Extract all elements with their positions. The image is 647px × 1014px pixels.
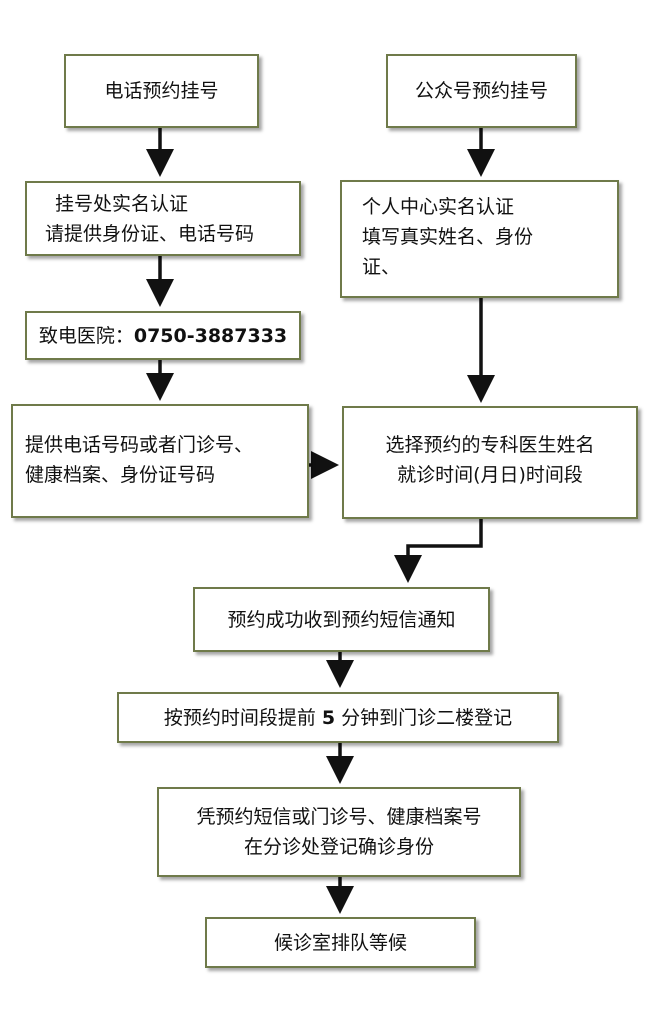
wechat-booking-label: 公众号预约挂号 (414, 80, 548, 102)
personal-center-line-3: 证、 (362, 256, 401, 278)
phone-booking-box: 电话预约挂号 (64, 54, 259, 128)
arrive-early-after: 分钟到门诊二楼登记 (335, 706, 513, 729)
arrive-early-box: 按预约时间段提前 5 分钟到门诊二楼登记 (117, 692, 559, 743)
personal-center-line-1: 个人中心实名认证 (362, 196, 515, 218)
confirm-identity-line-1: 凭预约短信或门诊号、健康档案号 (196, 806, 482, 828)
provide-info-line-2: 健康档案、身份证号码 (25, 464, 216, 486)
provide-info-line-1: 提供电话号码或者门诊号、 (25, 434, 254, 456)
select-doctor-box: 选择预约的专科医生姓名 就诊时间(月日)时间段 (342, 406, 638, 519)
phone-booking-label: 电话预约挂号 (104, 80, 219, 102)
arrow-select-to-success (394, 519, 483, 583)
select-doctor-line-2: 就诊时间(月日)时间段 (397, 464, 583, 486)
register-verify-line-2: 请提供身份证、电话号码 (45, 223, 255, 245)
provide-info-box: 提供电话号码或者门诊号、 健康档案、身份证号码 (11, 404, 309, 518)
confirm-identity-box: 凭预约短信或门诊号、健康档案号 在分诊处登记确诊身份 (157, 787, 521, 877)
arrive-early-before: 按预约时间段提前 (163, 706, 322, 729)
booking-success-label: 预约成功收到预约短信通知 (227, 608, 456, 631)
wait-label: 候诊室排队等候 (273, 931, 407, 954)
register-verify-line-1: 挂号处实名认证 (55, 193, 189, 215)
wait-box: 候诊室排队等候 (205, 917, 476, 968)
call-hospital-box: 致电医院：0750-3887333 (25, 311, 301, 360)
wechat-booking-box: 公众号预约挂号 (386, 54, 577, 128)
call-hospital-prefix: 致电医院： (38, 324, 134, 347)
personal-center-box: 个人中心实名认证 填写真实姓名、身份 证、 (340, 180, 619, 298)
register-verify-box: 挂号处实名认证 请提供身份证、电话号码 (25, 181, 301, 256)
booking-success-box: 预约成功收到预约短信通知 (193, 587, 490, 652)
select-doctor-line-1: 选择预约的专科医生姓名 (385, 434, 595, 456)
arrive-early-minutes: 5 (321, 706, 336, 729)
confirm-identity-line-2: 在分诊处登记确诊身份 (243, 836, 434, 858)
hospital-phone-number: 0750-3887333 (133, 324, 288, 347)
personal-center-line-2: 填写真实姓名、身份 (362, 226, 534, 248)
